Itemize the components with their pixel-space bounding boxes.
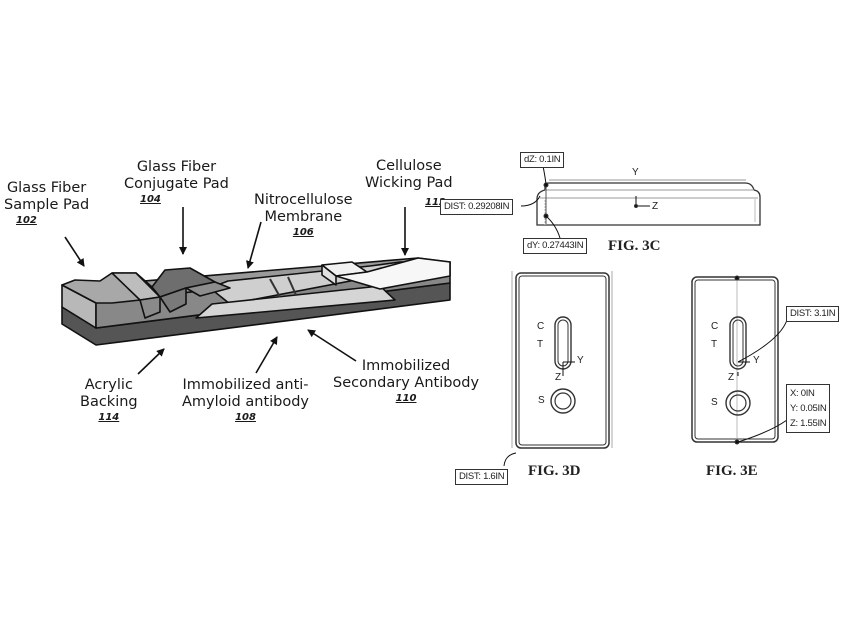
fig-3d-caption: FIG. 3D: [528, 463, 581, 479]
control-line: [287, 276, 297, 296]
label-text: Nitrocellulose: [254, 192, 353, 208]
fig-3c-dist-callout: DIST: 0.29208IN: [440, 199, 514, 215]
coord-x: X: 0IN: [790, 388, 815, 399]
arrow-anti-amyloid: [255, 336, 278, 374]
fig-3d-marker-c: C: [537, 321, 545, 332]
label-secondary-antibody: Immobilized Secondary Antibody 110: [333, 358, 479, 405]
fig-3e-axis-z: Z: [728, 372, 735, 383]
arrow-backing: [137, 348, 165, 375]
fig-3e-coordinates-callout: X: 0IN Y: 0.05IN Z: 1.55IN: [786, 384, 831, 433]
label-text: Amyloid antibody: [182, 394, 310, 410]
fig-3d-dist-callout: DIST: 1.6IN: [455, 469, 509, 485]
reference-number: 102: [16, 215, 37, 226]
label-text: Glass Fiber: [136, 159, 217, 175]
coord-y: Y: 0.05IN: [790, 403, 827, 414]
arrow-secondary: [307, 329, 357, 362]
fig-3d-axis-z: Z: [555, 372, 562, 383]
fig-3c-caption: FIG. 3C: [608, 238, 661, 254]
label-text: Membrane: [264, 209, 343, 225]
lateral-flow-strip: [61, 257, 451, 346]
reference-number: 108: [235, 412, 256, 423]
fig-3e-dist-callout: DIST: 3.1IN: [786, 306, 840, 322]
fig-3e-marker-s: S: [711, 397, 718, 408]
label-text: Cellulose: [375, 158, 442, 174]
fig-3d-axis-y: Y: [577, 355, 584, 366]
fig-3e-marker-c: C: [711, 321, 719, 332]
fig-3d-marker-t: T: [537, 339, 544, 350]
label-acrylic-backing: Acrylic Backing 114: [80, 377, 138, 424]
coord-z: Z: 1.55IN: [790, 418, 827, 429]
test-line: [269, 278, 281, 298]
reference-number-112: 112: [425, 197, 446, 208]
fig-3e-caption: FIG. 3E: [706, 463, 758, 479]
reference-number: 114: [98, 412, 120, 423]
arrow-membrane: [246, 221, 262, 269]
label-text: Immobilized anti-: [182, 377, 309, 393]
reference-number: 106: [292, 227, 314, 238]
arrow-sample-pad: [64, 236, 85, 267]
label-conjugate-pad: Glass Fiber Conjugate Pad 104: [124, 159, 229, 206]
label-text: Backing: [80, 394, 138, 410]
fig-3d-marker-s: S: [538, 395, 545, 406]
label-text: Secondary Antibody: [333, 375, 480, 391]
fig-3c-dy-callout: dY: 0.27443IN: [523, 238, 588, 254]
fig-3d-drawing: [503, 271, 613, 467]
label-text: Conjugate Pad: [124, 176, 229, 192]
fig-3c-axis-y: Y: [632, 167, 639, 178]
label-wicking-pad: Cellulose Wicking Pad: [365, 158, 453, 192]
fig-3c-drawing: [520, 165, 761, 239]
fig-3c-axis-z: Z: [652, 201, 659, 212]
label-membrane: Nitrocellulose Membrane 106: [254, 192, 353, 239]
fig-3c-dz-callout: dZ: 0.1IN: [520, 152, 565, 168]
label-sample-pad: Glass Fiber Sample Pad 102: [4, 180, 89, 227]
label-text: Acrylic: [84, 377, 133, 393]
fig-3e-marker-t: T: [711, 339, 718, 350]
reference-number: 110: [395, 393, 417, 404]
reference-number: 104: [140, 194, 161, 205]
label-text: Sample Pad: [4, 197, 90, 213]
fig-3e-axis-y: Y: [753, 355, 760, 366]
callout-arrows: [64, 207, 409, 375]
label-text: Glass Fiber: [6, 180, 87, 196]
label-anti-amyloid-antibody: Immobilized anti- Amyloid antibody 108: [182, 377, 309, 424]
label-text: Immobilized: [361, 358, 451, 374]
fig-3e-drawing: [691, 275, 788, 445]
label-text: Wicking Pad: [365, 175, 453, 191]
